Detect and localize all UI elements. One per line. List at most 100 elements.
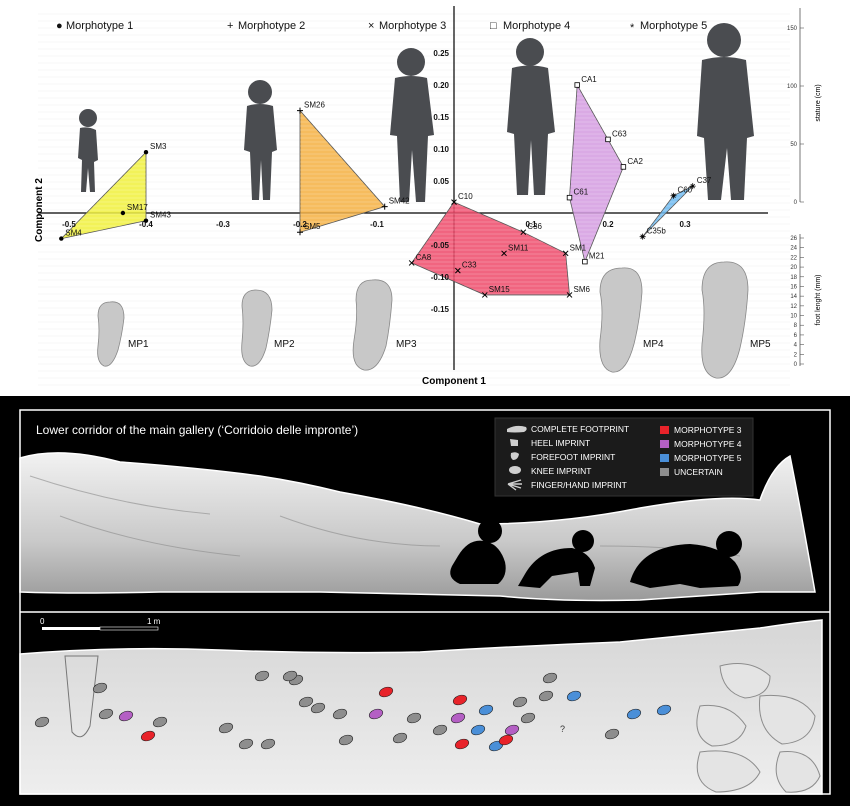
footprint-marker — [92, 682, 108, 694]
legend-marker: × — [368, 20, 374, 32]
forefoot-imprint-icon — [510, 452, 519, 460]
legend-label: Morphotype 4 — [503, 20, 570, 32]
y-tick-label: -0.05 — [431, 241, 450, 250]
data-point — [143, 150, 149, 155]
legend-color-label: MORPHOTYPE 5 — [674, 453, 742, 463]
adult-silhouette-1 — [507, 38, 555, 195]
scale-start-label: 0 — [40, 617, 45, 626]
y-tick-label: -0.15 — [431, 305, 450, 314]
point-label: CA8 — [416, 253, 432, 262]
point-label: SM5 — [304, 222, 321, 231]
footprint-marker — [604, 728, 620, 740]
footprint-marker — [338, 734, 354, 746]
hull-hatch — [569, 85, 624, 262]
point-label: SM17 — [127, 203, 148, 212]
footprint-marker — [260, 738, 276, 750]
y-tick-label: 0.20 — [433, 81, 449, 90]
corridor-wall-relief — [19, 452, 816, 602]
foot-tick-label: 2 — [794, 352, 798, 358]
foot-tick-label: 26 — [790, 236, 797, 242]
data-point — [670, 192, 677, 199]
mp-label: MP1 — [128, 339, 149, 350]
floor-trough — [64, 655, 99, 738]
footprint-marker — [626, 708, 642, 720]
adult-silhouette-2 — [697, 23, 754, 200]
data-point — [408, 260, 415, 266]
corridor-map: Lower corridor of the main gallery (‘Cor… — [19, 409, 831, 795]
point-label: C35b — [647, 227, 667, 236]
point-label: M21 — [589, 252, 605, 261]
x-axis-title: Component 1 — [422, 376, 486, 387]
data-point — [59, 236, 64, 241]
point-label: CA2 — [627, 157, 643, 166]
footprint-marker — [520, 712, 536, 724]
footprint-marker — [406, 712, 422, 724]
hull-hatch — [642, 186, 693, 237]
data-point — [605, 136, 611, 143]
x-tick-label: -0.1 — [370, 220, 384, 229]
point-label: SM1 — [570, 243, 587, 252]
point-label: SM11 — [508, 243, 529, 252]
legend-color-label: MORPHOTYPE 4 — [674, 439, 742, 449]
stature-tick-label: 0 — [794, 200, 798, 206]
y-tick-label: 0.15 — [433, 113, 449, 122]
footprint-marker — [566, 690, 582, 702]
footprint-marker — [282, 670, 298, 682]
data-point — [501, 250, 507, 257]
stature-axis-title: stature (cm) — [815, 84, 822, 121]
point-label: C33 — [462, 261, 477, 270]
point-label: C60 — [677, 186, 692, 195]
hull-hatch — [61, 152, 146, 239]
data-point — [381, 203, 388, 210]
x-tick-label: -0.3 — [216, 220, 230, 229]
foot-axis-title: foot lenght (mm) — [815, 275, 822, 326]
legend-type-label: FOREFOOT IMPRINT — [531, 452, 615, 462]
y-tick-label: 0.05 — [433, 177, 449, 186]
point-label: SM42 — [389, 197, 410, 206]
x-tick-label: 0.2 — [602, 220, 614, 229]
foot-tick-label: 16 — [790, 284, 797, 290]
y-axis-title: Component 2 — [34, 178, 45, 242]
footprint-marker — [504, 724, 520, 736]
pca-chart-panel: MP1 MP2 MP3 MP4 MP5 -0.5-0.4-0.3-0.2-0.1… — [0, 0, 850, 396]
hull-hatch — [300, 110, 385, 233]
hull-hatch — [411, 202, 570, 295]
legend-label: Morphotype 5 — [640, 20, 707, 32]
foot-tick-label: 4 — [794, 343, 798, 349]
foot-tick-label: 20 — [790, 265, 797, 271]
crouching-figure-3 — [630, 531, 742, 588]
complete-footprint-icon — [507, 425, 527, 433]
child-silhouette-2 — [244, 80, 277, 200]
footprint-marker — [512, 696, 528, 708]
point-label: SM4 — [65, 229, 82, 238]
point-label: CA1 — [581, 75, 597, 84]
footprint-marker — [98, 708, 114, 720]
footprint-marker — [310, 702, 326, 714]
floor-rocks — [696, 663, 821, 793]
footprint-marker — [378, 686, 394, 698]
point-label: C61 — [574, 188, 589, 197]
legend-marker: □ — [490, 20, 497, 32]
point-label: C10 — [458, 192, 473, 201]
chart-legend: ● Morphotype 1 + Morphotype 2 × Morphoty… — [56, 20, 707, 34]
legend-type-label: HEEL IMPRINT — [531, 438, 590, 448]
legend-label: Morphotype 3 — [379, 20, 446, 32]
uncertain-swatch — [660, 468, 669, 476]
point-label: C37 — [697, 176, 712, 185]
legend-label: Morphotype 1 — [66, 20, 133, 32]
footprint-marker — [140, 730, 156, 742]
data-point — [689, 183, 696, 190]
mp-label: MP2 — [274, 339, 295, 350]
legend-type-label: COMPLETE FOOTPRINT — [531, 424, 629, 434]
footprint-marker — [152, 716, 168, 728]
legend-color-label: MORPHOTYPE 3 — [674, 425, 742, 435]
foot-tick-label: 8 — [794, 323, 798, 329]
data-point — [481, 292, 488, 298]
footprint-marker — [542, 672, 558, 684]
data-point — [639, 233, 646, 240]
x-tick-label: 0.3 — [679, 220, 691, 229]
point-label: SM43 — [150, 211, 171, 220]
legend-label: Morphotype 2 — [238, 20, 305, 32]
hull-group — [60, 83, 693, 296]
